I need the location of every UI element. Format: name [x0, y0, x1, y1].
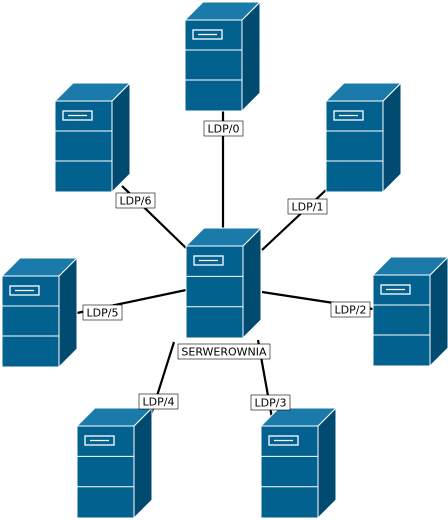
link-label-text: LDP/5	[87, 307, 119, 320]
server-side-face	[58, 257, 78, 368]
server-side-face	[382, 82, 402, 193]
drive-slot	[192, 29, 223, 40]
link-label-text: LDP/0	[208, 123, 240, 136]
drive-slot	[193, 255, 224, 266]
link-label-ldp-2: LDP/2	[330, 301, 371, 318]
server-side-face	[317, 407, 337, 519]
server-front-face	[184, 19, 243, 112]
drive-slot	[380, 284, 411, 295]
server-front-face	[185, 245, 244, 339]
server-bottom-right-icon	[260, 407, 337, 519]
drive-slot	[333, 110, 364, 121]
link-label-text: LDP/3	[255, 397, 287, 410]
drive-slot	[9, 285, 40, 296]
link-labels: LDP/0 LDP/1 LDP/2 LDP/3 LDP/4 LDP/5 LDP/…	[82, 120, 371, 411]
server-side-face	[241, 1, 261, 112]
link-label-ldp-3: LDP/3	[250, 394, 291, 411]
drive-slot	[268, 435, 299, 446]
link-label-text: LDP/1	[292, 201, 324, 214]
link-label-ldp-4: LDP/4	[138, 393, 179, 410]
server-front-face	[1, 275, 60, 368]
link-label-text: LDP/6	[120, 195, 152, 208]
drive-slot	[62, 110, 93, 121]
server-top-icon	[184, 1, 261, 112]
server-side-face	[111, 82, 131, 193]
drive-slot	[84, 435, 115, 446]
server-bottom-left-icon	[76, 407, 153, 519]
center-label-text: SERWEROWNIA	[181, 346, 267, 359]
link-label-ldp-0: LDP/0	[203, 120, 244, 137]
center-label: SERWEROWNIA	[177, 343, 271, 360]
server-upper-left-icon	[54, 82, 131, 193]
server-side-face	[429, 256, 448, 367]
server-front-face	[76, 425, 135, 519]
link-label-ldp-5: LDP/5	[82, 304, 123, 321]
server-front-face	[54, 100, 113, 193]
link-label-ldp-1: LDP/1	[287, 198, 328, 215]
server-front-face	[325, 100, 384, 193]
server-front-face	[260, 425, 319, 519]
server-right-icon	[372, 256, 448, 367]
server-upper-right-icon	[325, 82, 402, 193]
link-label-text: LDP/2	[335, 304, 367, 317]
server-center-icon	[185, 227, 262, 339]
link-label-text: LDP/4	[143, 396, 175, 409]
server-side-face	[133, 407, 153, 519]
server-left-icon	[1, 257, 78, 368]
link-label-ldp-6: LDP/6	[115, 192, 156, 209]
server-front-face	[372, 274, 431, 367]
server-side-face	[242, 227, 262, 339]
